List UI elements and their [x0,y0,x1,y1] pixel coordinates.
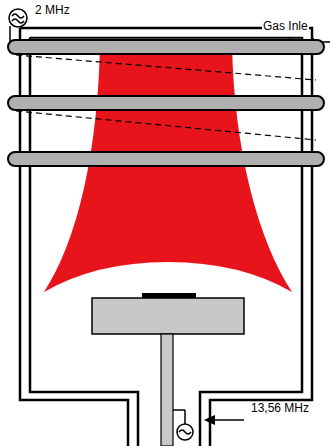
frequency-label: 2 MHz [34,4,71,17]
holder-stem [161,334,173,446]
chamber-wall [20,28,312,446]
rf-source-symbol [9,9,27,42]
frequency-label: Gas Inle [262,20,309,33]
rf-feed-arrow [204,415,244,425]
plasma [44,44,292,292]
substrate-holder [92,298,244,334]
frequency-label: 13,56 MHz [250,402,310,415]
wafer [142,293,196,298]
induction-coil [8,40,324,166]
rf-source-symbol [173,410,193,440]
